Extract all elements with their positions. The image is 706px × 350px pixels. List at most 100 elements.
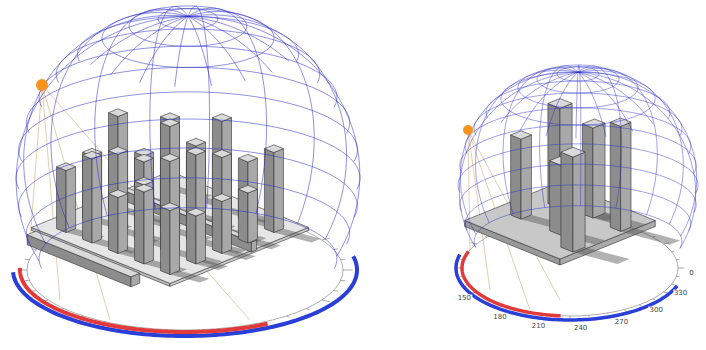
dome-meridian [576,72,578,138]
compass-tick [653,298,655,300]
dome-meridian [578,72,606,136]
building-face [118,194,128,254]
compass-tick [639,305,641,306]
building-face [186,208,205,216]
building-face [92,155,102,243]
sun-ray [468,130,490,290]
compass-tick [25,259,30,260]
building-face [511,131,532,139]
building-face [27,231,140,277]
compass-tick [287,316,290,317]
building-face [83,155,93,243]
building-face [264,145,283,153]
dome-meridian [16,16,188,261]
building-face [222,198,232,254]
dome-parallel [16,119,360,189]
building-face [57,167,67,233]
dome-meridian [578,66,622,208]
dome-parallel [501,72,655,125]
compass-tick [671,251,674,252]
sun [36,79,48,91]
building-face [160,207,170,275]
dome-parallel [39,208,337,269]
building-face [160,154,179,162]
compass-tick [333,290,337,292]
dome-parallel [19,92,358,161]
dome-parallel [19,148,358,217]
degree-label: 240 [573,324,588,331]
degree-label: 150 [457,295,472,302]
compass-tick [485,236,487,238]
building-face [593,123,605,218]
dome-meridian [188,15,347,239]
dome-meridian [188,16,211,86]
compass-tick [341,280,346,281]
building-face [561,152,573,252]
building-face [144,188,154,264]
dome-meridian [188,16,360,256]
building-face [511,135,521,219]
dome-meridian [476,70,578,223]
sun-path-dome [458,65,698,248]
compass-tick [676,276,679,277]
dome-meridian [578,72,653,124]
compass-tick [676,259,679,260]
degree-label: 270 [614,319,629,326]
degree-label: 300 [649,307,664,314]
left-scene [13,6,360,336]
sun-path-dome [16,6,360,269]
winter-path-arc [456,255,677,320]
compass-tick [607,313,608,314]
compass-tick [25,280,30,281]
degree-label: 180 [492,314,507,321]
dome-meridian [501,72,578,122]
summer-path-arc [20,268,268,332]
dome-parallel [460,125,696,173]
dome-meridian [540,66,578,208]
building-face [134,177,153,185]
building-face [186,138,205,146]
building-face [196,212,206,264]
building-face [212,198,222,254]
building-block [465,99,680,266]
dome-meridian [51,13,188,228]
dome-parallel [460,164,696,212]
dome-parallel [26,178,349,244]
building-face [264,149,274,233]
building-face [274,149,284,233]
dome-parallel [39,46,337,107]
compass-tick [588,315,590,316]
dome-meridian [578,72,696,248]
sun [463,125,473,135]
right-scene [456,65,698,320]
building-face [160,203,179,211]
dome-meridian [578,71,683,225]
building-face [550,161,562,236]
building-face [27,235,131,287]
building-face [621,122,631,231]
compass-tick [306,309,310,310]
building-face [109,194,119,254]
dome-meridian [188,8,267,213]
building-face [170,207,180,275]
dome-parallel [26,67,349,133]
degree-label: 330 [673,290,688,297]
building-face [57,163,76,171]
dome-parallel [458,144,698,193]
dome-parallel [465,185,691,231]
dome-meridian [503,68,578,214]
dome-meridian [150,7,188,209]
building-face [109,190,128,198]
dome-meridian [140,16,188,83]
dome-meridian [578,65,581,206]
compass-tick [322,300,330,302]
dome-meridian [110,16,188,75]
compass-tick [671,284,674,285]
building-face [66,167,76,233]
building-face [573,152,585,252]
dome-meridian [578,72,633,131]
summer-path-arc [462,252,561,316]
building-face [238,185,257,193]
building-face [212,194,231,202]
